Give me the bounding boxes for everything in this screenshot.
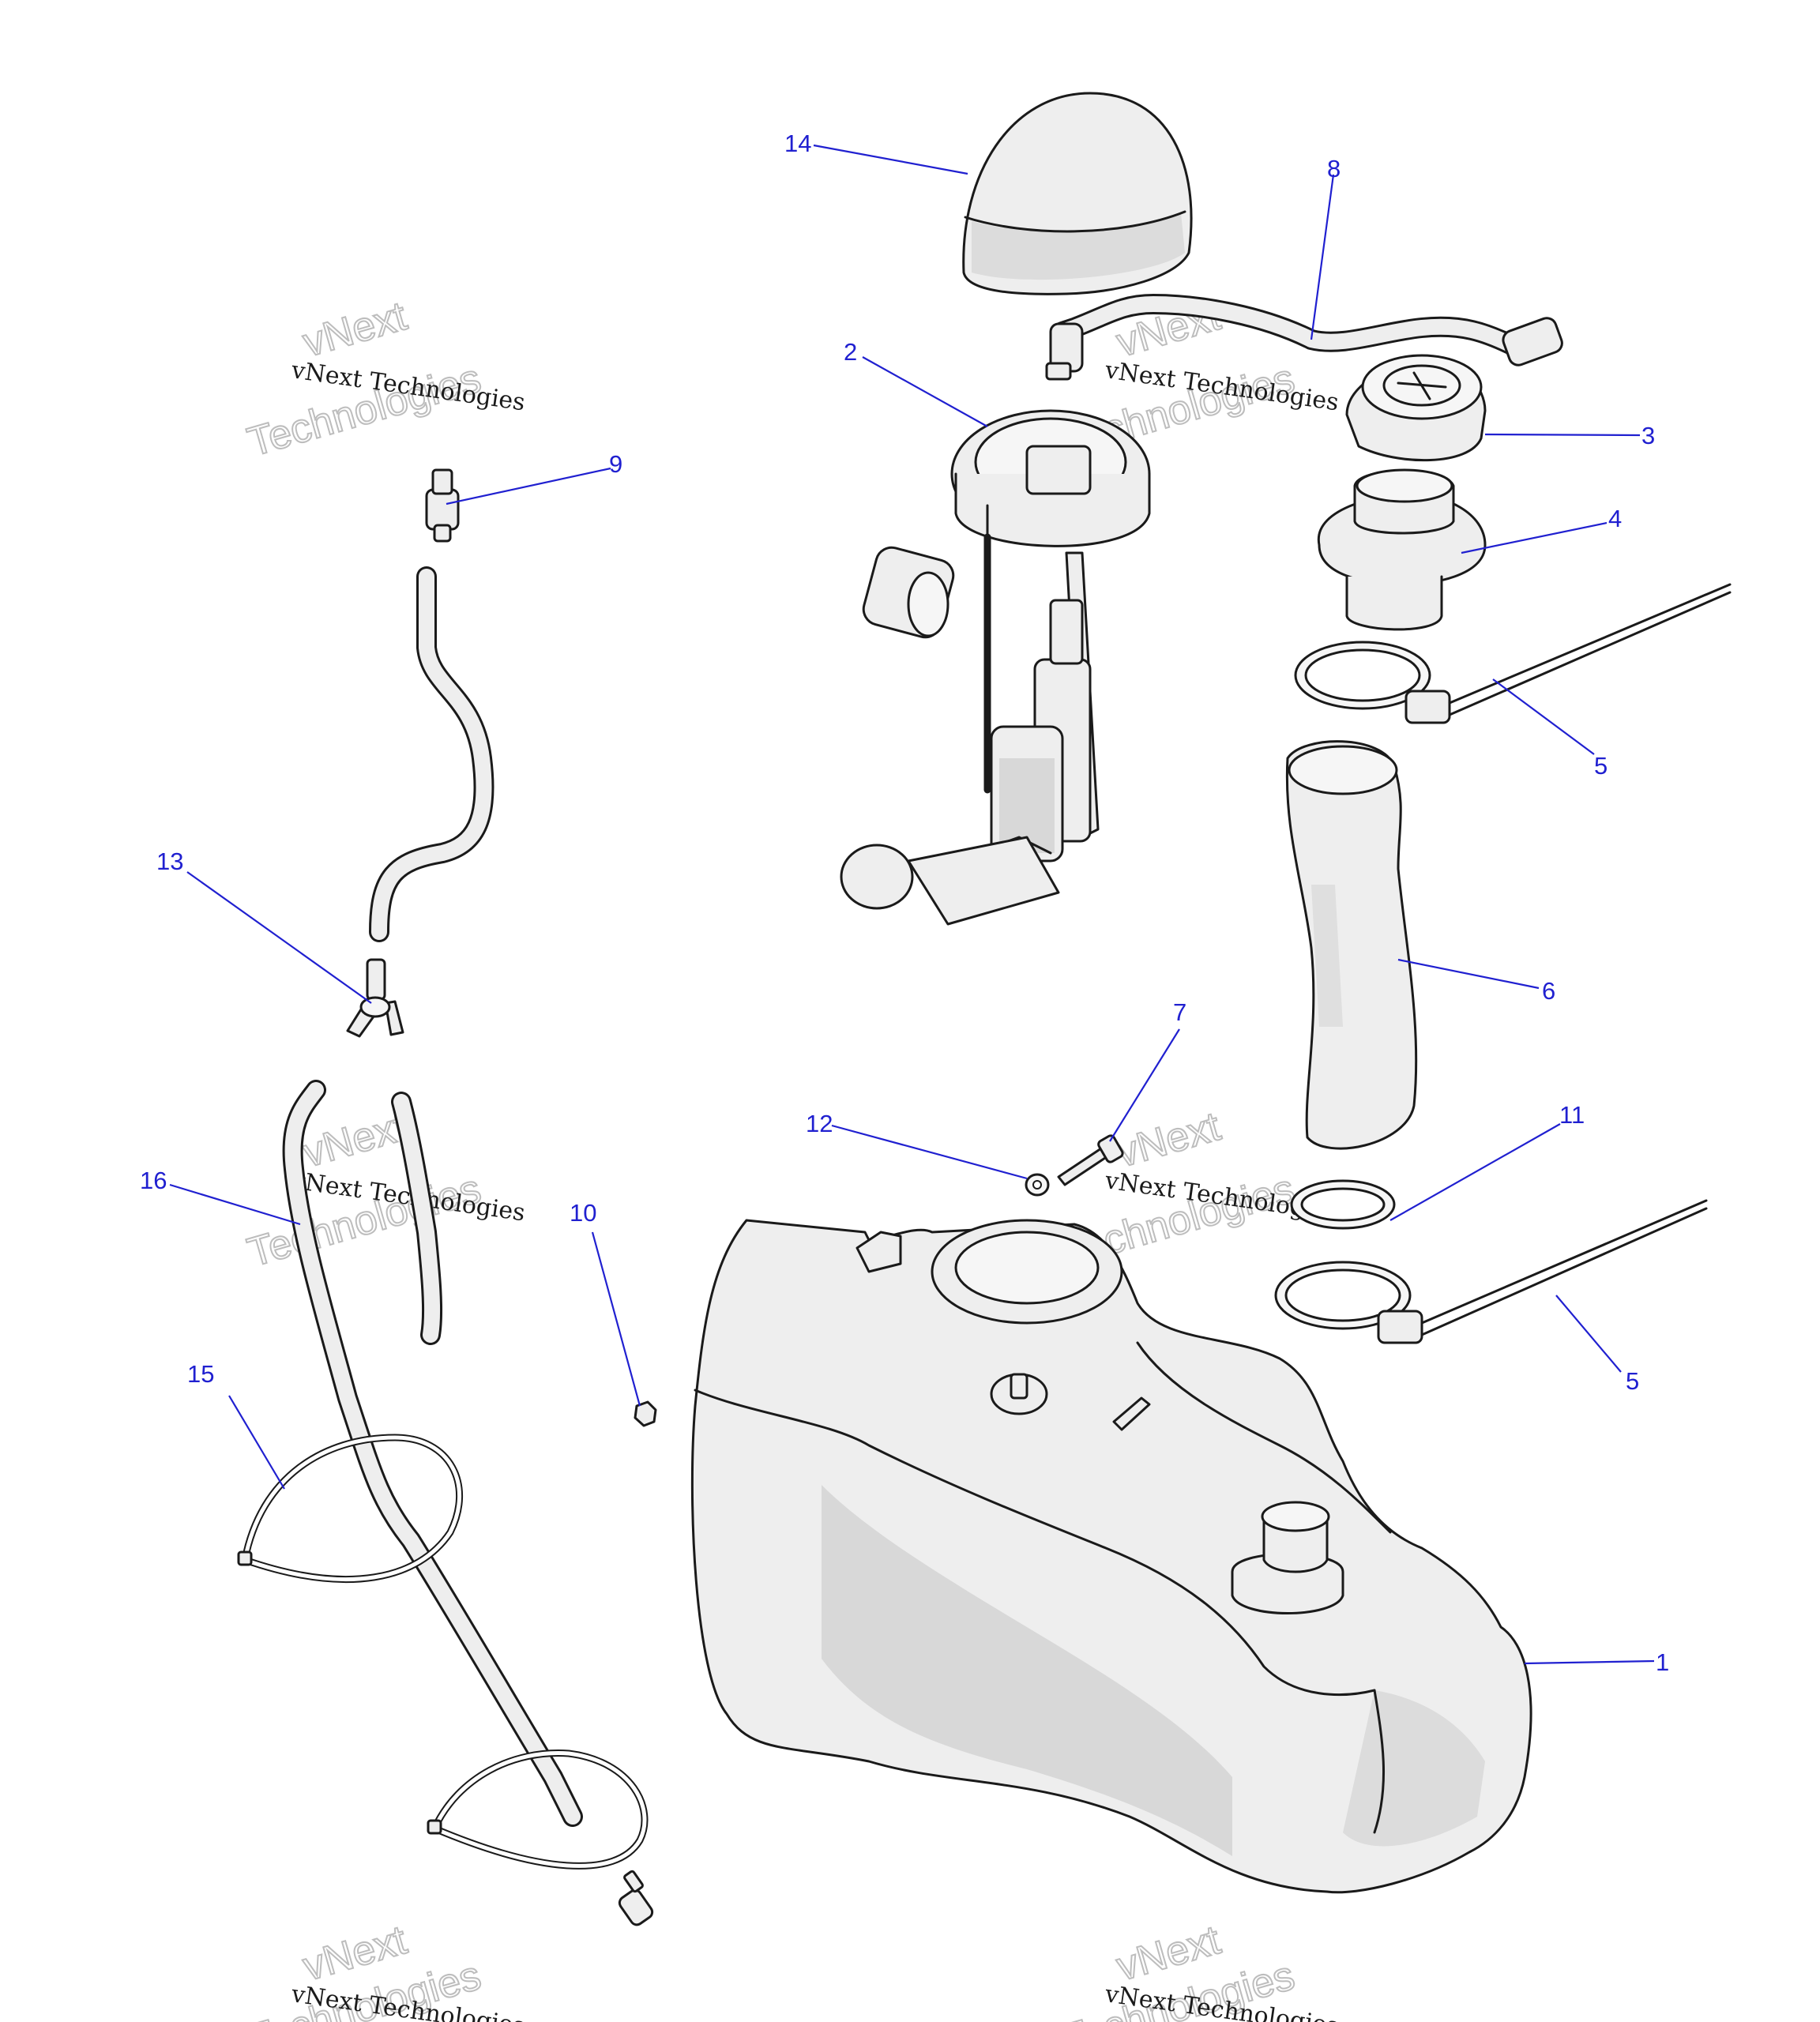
vent-hose-upper[interactable] (369, 566, 494, 942)
callout-5-bottom: 5 (1626, 1367, 1639, 1395)
part-16-long-hose[interactable] (282, 1080, 583, 1827)
part-7-screw[interactable] (1057, 1134, 1124, 1186)
watermark-bottom-right: vNext Technologies vNext Technologies (1055, 1916, 1341, 2022)
callout-14: 14 (784, 130, 811, 157)
part-4-filler-neck[interactable] (1317, 468, 1487, 631)
callout-10: 10 (570, 1199, 596, 1227)
part-5-clamp-bottom[interactable] (1274, 1199, 1708, 1344)
part-2-fuel-pump-assembly[interactable] (840, 409, 1151, 926)
callout-16: 16 (140, 1167, 167, 1194)
callout-11: 11 (1559, 1101, 1585, 1129)
part-12-washer[interactable] (1025, 1173, 1050, 1197)
vent-hose-short[interactable] (391, 1092, 443, 1345)
watermark-top-left: vNext Technologies vNext Technologies (242, 292, 527, 467)
callout-2: 2 (844, 338, 857, 366)
part-3-fuel-cap[interactable] (1345, 354, 1487, 462)
part-15-cable-tie-upper[interactable] (237, 1434, 464, 1583)
callout-6: 6 (1542, 977, 1555, 1005)
part-14-dome-cover[interactable] (962, 92, 1193, 295)
part-9-check-valve[interactable] (425, 468, 460, 543)
callout-8: 8 (1327, 155, 1341, 182)
part-1-fuel-tank[interactable] (690, 1219, 1532, 1894)
part-6-filler-hose[interactable] (1285, 740, 1418, 1150)
check-valve-bottom[interactable] (617, 1870, 655, 1927)
part-5-clamp-top[interactable] (1294, 583, 1732, 724)
callout-3: 3 (1641, 422, 1655, 449)
callout-5-top: 5 (1594, 752, 1608, 780)
watermark-bottom-left: vNext Technologies vNext Technologies (242, 1916, 527, 2022)
callout-4: 4 (1608, 505, 1622, 532)
callout-7: 7 (1173, 998, 1186, 1026)
callout-1: 1 (1656, 1648, 1669, 1676)
watermark-brand: vNext (1111, 1103, 1225, 1177)
callout-15: 15 (187, 1360, 214, 1388)
callout-13: 13 (156, 848, 183, 875)
callout-labels: 1 2 3 4 5 5 6 7 8 9 10 11 12 13 14 15 16 (140, 130, 1669, 1676)
part-13-y-fitting[interactable] (346, 958, 404, 1038)
part-10-nut[interactable] (634, 1400, 657, 1427)
watermark-brand: vNext (298, 293, 412, 366)
callout-12: 12 (806, 1110, 833, 1137)
part-15-cable-tie-lower[interactable] (427, 1750, 649, 1870)
leader-lines (169, 144, 1655, 1665)
part-11-small-clamp[interactable] (1290, 1179, 1396, 1230)
callout-9: 9 (609, 450, 622, 478)
